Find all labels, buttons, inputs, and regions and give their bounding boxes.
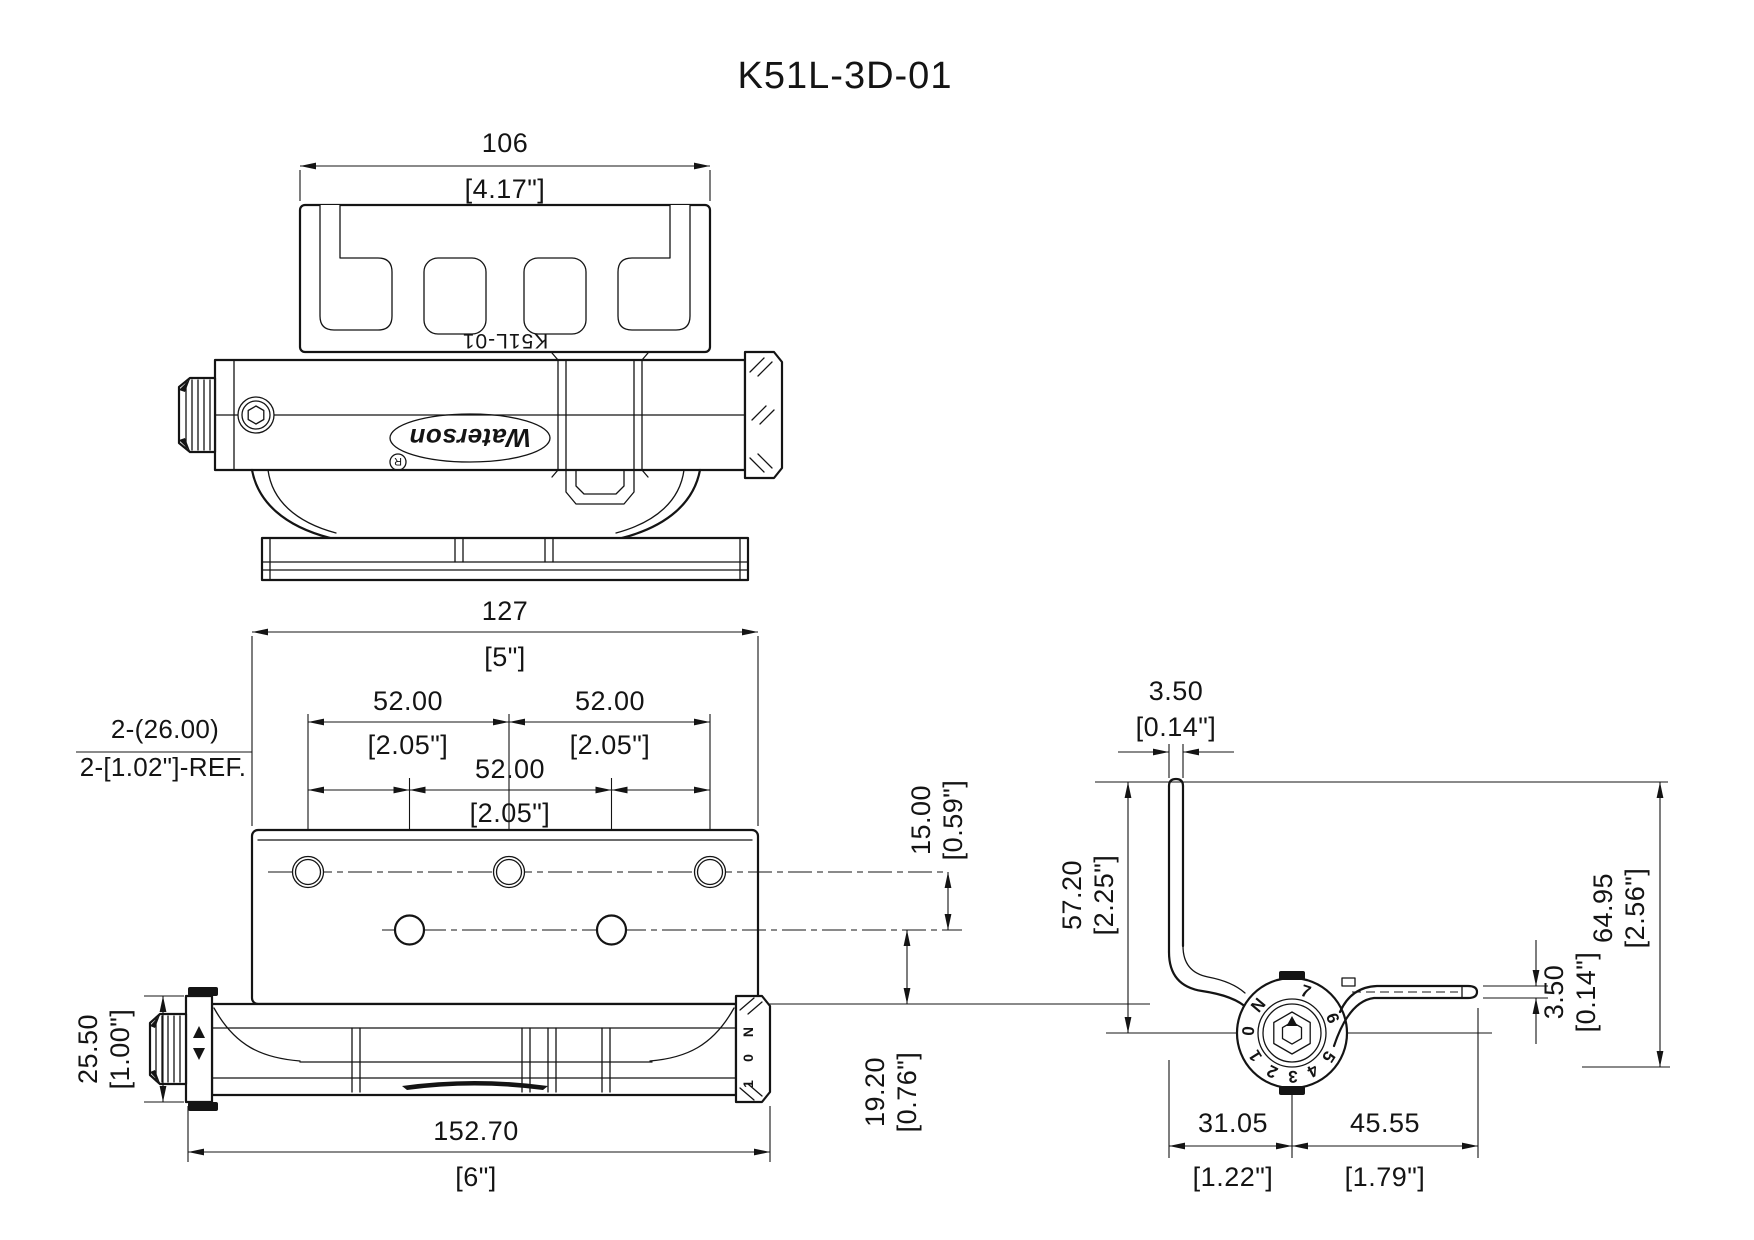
hex-nut [1273, 1011, 1311, 1055]
dim-52a-inch: [2.05"] [368, 730, 449, 760]
dim-52c-mm: 52.00 [475, 754, 545, 784]
dim-15-mm: 15.00 [906, 785, 936, 855]
dim-row-offset: 15.00 [0.59"] [906, 780, 968, 930]
mounting-holes-top-row [291, 855, 727, 889]
adjust-up-arrow-icon [193, 1026, 205, 1038]
dim-350l-mm: 3.50 [1539, 965, 1569, 1020]
dim-52b-mm: 52.00 [575, 686, 645, 716]
dim-52c-inch: [2.05"] [470, 798, 551, 828]
dim-64-inch: [2.56"] [1620, 868, 1650, 949]
hex-screw-icon [237, 396, 275, 434]
dim-57-mm: 57.20 [1057, 860, 1087, 930]
dim-plate-width: 127 [5"] [251, 596, 759, 826]
page-title: K51L-3D-01 [738, 55, 953, 97]
threaded-stub [177, 376, 217, 454]
dim-52b-inch: [2.05"] [570, 730, 651, 760]
dim-wall-thickness: 3.50 [0.14"] [1118, 676, 1234, 778]
logo-imprint-arc [402, 1081, 548, 1090]
knurled-cap [743, 350, 784, 480]
mounting-holes-bottom-row [393, 914, 628, 946]
dim-leaf-height: 57.20 [2.25"] [1057, 782, 1132, 1033]
top-view: 106 [4.17"] K51L-01 [177, 128, 784, 582]
dim-barrel-diameter: 25.50 [1.00"] [73, 995, 184, 1103]
logo-text: Waterson [409, 423, 531, 453]
dim-52a-mm: 52.00 [373, 686, 443, 716]
dim-19-inch: [0.76"] [892, 1052, 922, 1133]
dial-0: 0 [1239, 1026, 1258, 1036]
keyhole-slot-left [319, 204, 393, 331]
dim-pivot-offset: 31.05 [1.22"] 45.55 [1.79"] [1168, 1008, 1479, 1192]
cap-label-0: 0 [740, 1054, 756, 1062]
dim-350w-mm: 3.50 [1149, 676, 1204, 706]
note-26-inch: 2-[1.02"]-REF. [80, 752, 247, 782]
dim-127-mm: 127 [482, 596, 529, 626]
registered-mark: R [394, 455, 402, 467]
dim-15-inch: [0.59"] [938, 780, 968, 861]
adjustment-dial: N 0 1 2 3 4 5 6 7 [1106, 971, 1492, 1158]
dim-25-mm: 25.50 [73, 1014, 103, 1084]
dial-pointer-icon [1286, 1016, 1298, 1026]
front-right-cap: N 0 1 [734, 994, 772, 1104]
leaf-stop-tab [1341, 977, 1356, 987]
square-hole-left [423, 257, 487, 335]
adjust-down-arrow-icon [193, 1048, 205, 1060]
dim-152-mm: 152.70 [433, 1116, 519, 1146]
side-view-door-leaf [1332, 977, 1479, 1048]
dim-64-mm: 64.95 [1588, 873, 1618, 943]
offset-reference-note: 2-(26.00) 2-[1.02"]-REF. [76, 714, 252, 782]
dim-hole-spacing-bottom: 52.00 [2.05"] [308, 754, 710, 910]
front-view-plate [250, 828, 962, 1006]
dim-edge-offset: 19.20 [0.76"] [736, 930, 1150, 1132]
dim-45-mm: 45.55 [1350, 1108, 1420, 1138]
dim-top-width-mm: 106 [482, 128, 529, 158]
dim-31-inch: [1.22"] [1193, 1162, 1274, 1192]
dim-hole-spacing-top: 52.00 52.00 [2.05"] [2.05"] [307, 686, 711, 852]
top-view-barrel: Waterson R [177, 350, 784, 505]
dim-45-inch: [1.79"] [1345, 1162, 1426, 1192]
dim-152-inch: [6"] [455, 1162, 497, 1192]
logo-mirrored: Waterson R [389, 413, 551, 471]
dim-top-width: 106 [4.17"] [299, 128, 711, 204]
side-view: 3.50 [0.14"] 57.20 [2.25"] [1057, 676, 1670, 1192]
dim-overall-height: 64.95 [2.56"] [1582, 782, 1670, 1068]
front-view-barrel: N 0 1 [148, 987, 772, 1111]
dim-350l-inch: [0.14"] [1571, 952, 1601, 1033]
front-view: 127 [5"] 52.00 52.00 [2.05"] [2.05"] 2-(… [73, 596, 1150, 1192]
dim-350w-inch: [0.14"] [1136, 712, 1217, 742]
part-marking-mirrored: K51L-01 [462, 329, 548, 352]
cap-label-n: N [740, 1027, 756, 1037]
keyhole-slot-right [617, 204, 691, 331]
dim-leaf-thickness: 3.50 [0.14"] [1483, 940, 1601, 1044]
cap-label-1: 1 [740, 1080, 756, 1088]
dim-overall-length: 152.70 [6"] [187, 1106, 771, 1192]
front-left-cap [184, 987, 218, 1111]
dim-31-mm: 31.05 [1198, 1108, 1268, 1138]
top-view-lower-leaf [250, 468, 750, 582]
plate-tongue [565, 469, 635, 505]
dim-127-inch: [5"] [484, 642, 526, 672]
square-hole-right [523, 257, 587, 335]
dim-57-inch: [2.25"] [1089, 855, 1119, 936]
top-view-plate: K51L-01 [298, 203, 712, 354]
dim-top-width-inch: [4.17"] [465, 174, 546, 204]
front-threaded-stub [148, 1012, 188, 1086]
dial-3: 3 [1288, 1067, 1298, 1086]
dim-25-inch: [1.00"] [105, 1009, 135, 1090]
side-view-wall-leaf [1167, 777, 1250, 1011]
note-26-mm: 2-(26.00) [111, 714, 219, 744]
dim-19-mm: 19.20 [860, 1057, 890, 1127]
